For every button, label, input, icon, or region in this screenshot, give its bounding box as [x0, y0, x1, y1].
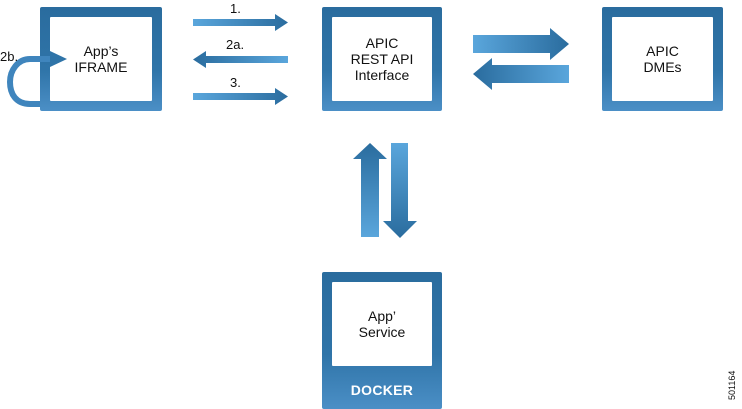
node-label-line: APIC [365, 35, 399, 51]
node-label-line: App’s [83, 43, 119, 59]
arrow-step-3 [193, 88, 288, 105]
node-label-line: IFRAME [74, 59, 128, 75]
step-label-2a: 2a. [226, 37, 245, 52]
node-label-line: App’ [367, 308, 397, 324]
node-label-line: DMEs [643, 59, 682, 75]
arrow-step-2a [193, 51, 288, 68]
node-apic-dmes: APIC DMEs [602, 7, 723, 111]
arrow-step-1 [193, 14, 288, 31]
node-label-line: REST API [350, 51, 414, 67]
node-app-service: App’ Service [332, 282, 432, 366]
arrow-step-2b-loop [6, 56, 52, 107]
node-app-iframe-body: App’s IFRAME [50, 17, 152, 101]
node-apic-rest-api: APIC REST API Interface [322, 7, 442, 111]
step-label-3: 3. [230, 75, 241, 90]
figure-id: 501164 [727, 370, 737, 400]
step-label-2b: 2b. [0, 49, 19, 64]
node-label-line: Service [358, 324, 406, 340]
node-apic-rest-api-body: APIC REST API Interface [332, 17, 432, 101]
node-label-line: APIC [646, 43, 679, 59]
docker-label: DOCKER [350, 382, 414, 398]
step-label-1: 1. [230, 1, 241, 16]
node-docker-container: App’ Service DOCKER [322, 272, 442, 409]
arrow-dmes-to-rest [473, 58, 569, 90]
node-app-iframe: App’s IFRAME [40, 7, 162, 111]
node-apic-dmes-body: APIC DMEs [612, 17, 713, 101]
arrow-service-to-rest [353, 143, 387, 237]
arrow-rest-to-service [383, 143, 417, 238]
node-label-line: Interface [354, 67, 410, 83]
arrow-rest-to-dmes [473, 28, 569, 60]
